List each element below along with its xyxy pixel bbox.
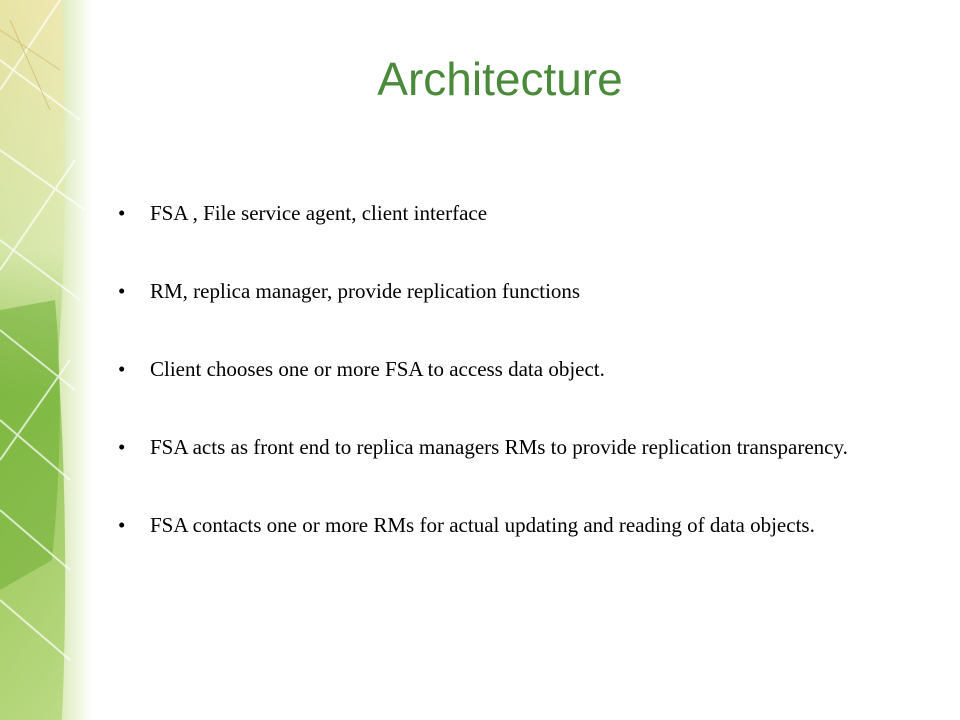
- bullet-icon: •: [118, 357, 126, 381]
- bullet-text: RM, replica manager, provide replication…: [150, 279, 581, 303]
- bullet-text: FSA contacts one or more RMs for actual …: [150, 513, 815, 537]
- bullet-icon: •: [118, 513, 126, 537]
- bullet-icon: •: [118, 435, 126, 459]
- bullet-text: FSA , File service agent, client interfa…: [150, 201, 488, 225]
- slide-title: Architecture: [377, 53, 623, 105]
- list-item: • FSA contacts one or more RMs for actua…: [118, 510, 918, 541]
- bullet-text: Client chooses one or more FSA to access…: [150, 357, 605, 381]
- bullet-list: • FSA , File service agent, client inter…: [118, 198, 918, 588]
- list-item: • Client chooses one or more FSA to acce…: [118, 354, 918, 385]
- list-item: • RM, replica manager, provide replicati…: [118, 276, 918, 307]
- decorative-sidebar-graphic: [0, 0, 92, 720]
- list-item: • FSA acts as front end to replica manag…: [118, 432, 918, 463]
- bullet-icon: •: [118, 201, 126, 225]
- bullet-text: FSA acts as front end to replica manager…: [150, 435, 848, 459]
- list-item: • FSA , File service agent, client inter…: [118, 198, 918, 229]
- bullet-icon: •: [118, 279, 126, 303]
